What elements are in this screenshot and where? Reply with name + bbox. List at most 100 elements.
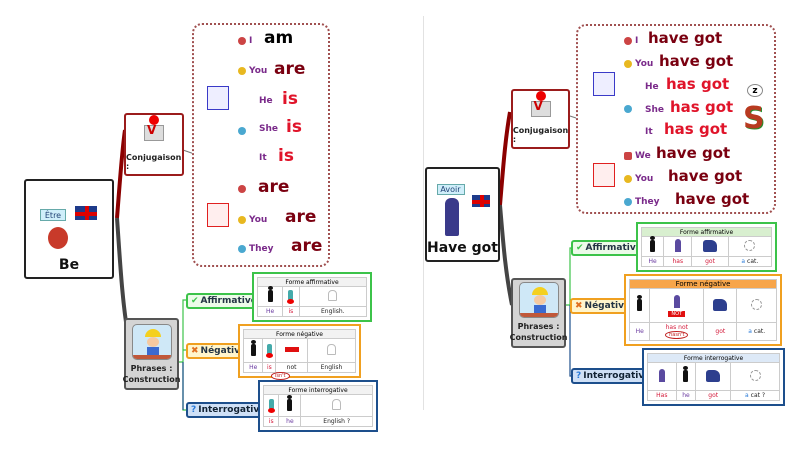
sleep-bubble-icon: z [747, 84, 763, 97]
number-3-plural-icon [238, 245, 246, 253]
builder-boy-icon [518, 282, 559, 318]
phrases-construction-node[interactable]: Phrases : Construction [122, 318, 181, 390]
conjugation-frame-be [192, 23, 330, 267]
pronoun-he: He [645, 82, 659, 92]
has-picture-icon [658, 369, 665, 382]
pronoun-she: She [645, 105, 664, 115]
word-has: has [663, 256, 693, 267]
branch-interrogative[interactable]: ?Interrogative [571, 368, 656, 384]
word-a-cat: a cat. [736, 322, 777, 341]
verb-are-you: are [274, 59, 306, 79]
conjugaison-node[interactable]: V Conjugaison : [511, 89, 570, 149]
number-1-plural-icon [238, 185, 246, 193]
sign-etre: Être [40, 209, 66, 221]
etre-mascot-illustration: Être [34, 197, 104, 257]
number-2-icon [624, 60, 632, 68]
pronoun-they: They [238, 244, 274, 254]
main-node-be[interactable]: Être Be [24, 179, 114, 279]
has-picture-icon [673, 294, 680, 308]
cat-icon [751, 299, 763, 310]
word-he: He [242, 362, 264, 373]
table-title: Forme négative [243, 329, 356, 339]
word-english: English [306, 362, 357, 373]
branch-affirmative[interactable]: ✔Affirmative [571, 240, 647, 256]
word-he: he [675, 390, 697, 401]
avoir-queen-illustration: Avoir [433, 178, 493, 240]
plural-picture-icon [207, 203, 229, 227]
pronoun-you-singular: You [238, 66, 267, 76]
number-1-icon [238, 37, 246, 45]
pronoun-I: I [238, 36, 252, 46]
number-1-plural-icon [624, 152, 632, 160]
word-is: is [262, 362, 277, 373]
verb-is-it: is [278, 146, 294, 166]
word-has: Has [647, 390, 677, 401]
conjugaison-label: Conjugaison : [126, 153, 182, 171]
word-not: not [275, 362, 308, 373]
word-english: English. [298, 306, 368, 317]
number-2-plural-icon [624, 175, 632, 183]
verb-have-got-you-plural: have got [668, 167, 743, 185]
number-3-icon [238, 127, 246, 135]
verb-have-got-we: have got [656, 144, 731, 162]
branch-affirmative[interactable]: ✔Affirmative [186, 293, 262, 309]
cross-icon: ✖ [575, 301, 583, 311]
question-icon: ? [576, 371, 582, 381]
number-3-singular [238, 127, 246, 135]
got-donkey-icon [713, 298, 728, 311]
pronoun-she: She [259, 124, 278, 134]
conjugaison-label: Conjugaison : [512, 126, 569, 144]
phrases-label: Phrases : Construction [122, 364, 181, 384]
singular-picture-icon [593, 72, 615, 96]
got-donkey-icon [703, 239, 718, 252]
main-node-label: Have got [427, 240, 498, 256]
word-got: got [703, 322, 738, 341]
got-donkey-icon [706, 369, 721, 382]
verb-has-got-it: has got [664, 120, 728, 138]
table-title: Forme affirmative [641, 227, 772, 237]
not-badge: NOT [668, 310, 686, 317]
pronoun-they: They [624, 197, 660, 207]
word-a-cat: a cat. [727, 256, 773, 267]
verb-is-he: is [282, 89, 298, 109]
singular-picture-icon [207, 86, 229, 110]
verb-have-got-you: have got [659, 52, 734, 70]
word-is: is [282, 306, 300, 317]
word-he: he [278, 416, 302, 427]
verb-am: am [264, 28, 294, 48]
main-node-have-got[interactable]: Avoir Have got [425, 167, 500, 262]
branch-interrogative[interactable]: ?Interrogative [186, 402, 271, 418]
queen-figure [444, 198, 459, 236]
pronoun-I: I [624, 36, 638, 46]
phrases-construction-node[interactable]: Phrases : Construction [509, 278, 568, 348]
number-3-singular [624, 105, 632, 113]
contraction-hasnt: hasn't [665, 331, 689, 339]
person-icon [637, 294, 643, 311]
conjugaison-node[interactable]: V Conjugaison : [124, 113, 184, 176]
snake-s-icon: S [743, 101, 765, 136]
uk-flag-icon [74, 205, 98, 221]
teacher-robot-icon: V [528, 91, 554, 122]
teacher-robot-icon: V [141, 115, 167, 149]
phrases-label: Phrases : Construction [509, 322, 568, 342]
verb-has-got-he: has got [666, 75, 730, 93]
verb-are-you-plural: are [285, 207, 317, 227]
cat-icon [744, 240, 756, 251]
word-english: English ? [300, 416, 373, 427]
word-he: He [640, 256, 665, 267]
person-icon [250, 339, 256, 356]
pronoun-we-numbered [238, 185, 249, 193]
cat-icon [749, 370, 761, 381]
verb-have-got-they: have got [675, 190, 750, 208]
word-he: He [628, 322, 651, 341]
contraction-isnt: isn't [271, 372, 290, 380]
question-icon: ? [191, 405, 197, 415]
pronoun-you-singular: You [624, 59, 653, 69]
verb-have-got-i: have got [648, 29, 723, 47]
table-title: Forme interrogative [647, 353, 780, 363]
